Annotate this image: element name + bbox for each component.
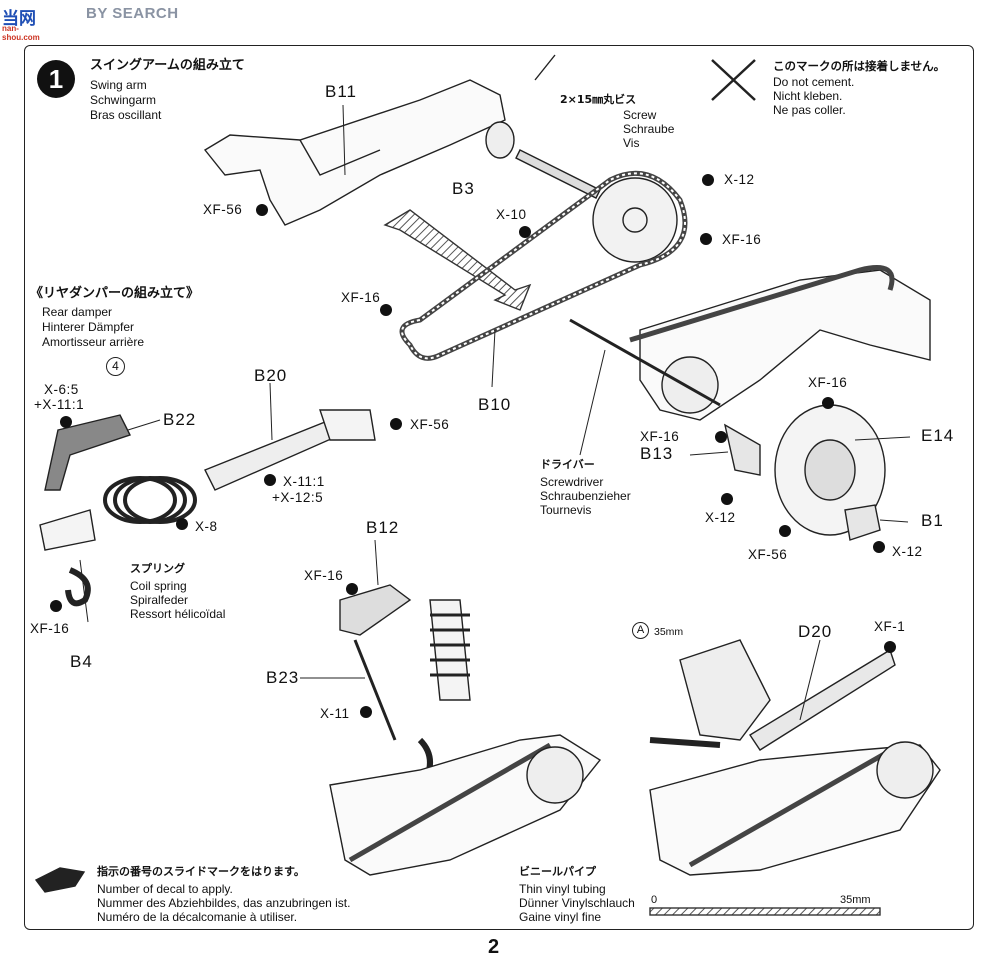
- tubing-fr: Gaine vinyl fine: [519, 910, 602, 924]
- tubing-de: Dünner Vinylschlauch: [519, 896, 635, 910]
- part-b23: B23: [266, 668, 300, 687]
- paint-x12-mix2: +X-12:5: [272, 490, 324, 505]
- part-b1: B1: [921, 511, 944, 530]
- paint-xf16-disc: XF-16: [808, 375, 848, 390]
- spring-de: Spiralfeder: [130, 593, 189, 607]
- paint-x12-b1: X-12: [892, 544, 923, 559]
- paint-xf16-b13: XF-16: [640, 429, 680, 444]
- step-number-badge: 1: [37, 60, 75, 98]
- paint-x8: X-8: [195, 519, 218, 534]
- paint-xf16-chain: XF-16: [341, 290, 381, 305]
- screw-spec: 2×15㎜丸ビス: [560, 93, 637, 106]
- site-search-label: BY SEARCH: [86, 5, 179, 22]
- tubing-scale-start: 0: [651, 894, 658, 906]
- paint-x11-mix2: X-11:1: [283, 474, 325, 489]
- paint-xf16-sprocket: XF-16: [722, 232, 762, 247]
- driver-fr: Tournevis: [540, 503, 592, 517]
- paint-xf56-damper: XF-56: [410, 417, 450, 432]
- site-logo-text: 当网: [2, 9, 36, 29]
- tube-a-length: 35mm: [654, 626, 684, 638]
- part-b13: B13: [640, 444, 674, 463]
- paint-x11-b23: X-11: [320, 706, 350, 721]
- screw-en: Screw: [623, 108, 657, 122]
- step-title-de: Schwingarm: [90, 93, 157, 107]
- decal-jp: 指示の番号のスライドマークをはります。: [97, 865, 305, 878]
- paint-x12-sprocket: X-12: [724, 172, 755, 187]
- step-title-fr: Bras oscillant: [90, 108, 162, 122]
- part-b10: B10: [478, 395, 512, 414]
- part-b3: B3: [452, 179, 475, 198]
- paint-x6-mix: X-6:5: [44, 382, 79, 397]
- no-cement-en: Do not cement.: [773, 75, 855, 89]
- decal-fr: Numéro de la décalcomanie à utiliser.: [97, 910, 298, 924]
- tube-a-badge: A: [632, 622, 649, 639]
- rear-damper-de: Hinterer Dämpfer: [42, 320, 135, 334]
- instruction-frame: [24, 45, 974, 930]
- page-number: 2: [488, 936, 500, 958]
- tubing-en: Thin vinyl tubing: [519, 882, 606, 896]
- rear-damper-en: Rear damper: [42, 305, 113, 319]
- paint-xf1: XF-1: [874, 619, 906, 634]
- decal-en: Number of decal to apply.: [97, 882, 233, 896]
- paint-x10: X-10: [496, 207, 527, 222]
- driver-en: Screwdriver: [540, 475, 604, 489]
- spring-fr: Ressort hélicoïdal: [130, 607, 226, 621]
- paint-xf56-swingarm: XF-56: [203, 202, 243, 217]
- no-cement-de: Nicht kleben.: [773, 89, 843, 103]
- tubing-scale-end: 35mm: [840, 894, 871, 906]
- driver-jp: ドライバー: [540, 458, 595, 471]
- site-logo-sub: nan-shou.com: [2, 24, 40, 42]
- no-cement-jp: このマークの所は接着しません。: [773, 59, 946, 73]
- paint-xf16-b12: XF-16: [304, 568, 344, 583]
- paint-xf56-disc: XF-56: [748, 547, 788, 562]
- driver-de: Schraubenzieher: [540, 489, 631, 503]
- paint-x11-mix: +X-11:1: [34, 397, 85, 412]
- part-b12: B12: [366, 518, 400, 537]
- part-b20: B20: [254, 366, 288, 385]
- no-cement-fr: Ne pas coller.: [773, 103, 846, 117]
- spring-en: Coil spring: [130, 579, 187, 593]
- paint-x12-b13: X-12: [705, 510, 736, 525]
- tubing-jp: ビニールパイプ: [519, 865, 596, 878]
- step-title-en: Swing arm: [90, 78, 147, 92]
- part-b22: B22: [163, 410, 197, 429]
- part-b4: B4: [70, 652, 93, 671]
- part-e14: E14: [921, 426, 955, 445]
- rear-damper-title-jp: 《リヤダンパーの組み立て》: [30, 286, 200, 301]
- paint-xf16-b4: XF-16: [30, 621, 70, 636]
- spring-jp: スプリング: [130, 562, 185, 575]
- decal-number-badge: 4: [106, 357, 125, 376]
- decal-de: Nummer des Abziehbildes, das anzubringen…: [97, 896, 351, 910]
- step-title-jp: スイングアームの組み立て: [90, 58, 245, 73]
- part-b11: B11: [325, 82, 357, 101]
- part-d20: D20: [798, 622, 833, 641]
- site-logo: 当网 nan-shou.com: [2, 4, 40, 42]
- rear-damper-fr: Amortisseur arrière: [42, 335, 145, 349]
- screw-de: Schraube: [623, 122, 675, 136]
- screw-fr: Vis: [623, 136, 640, 150]
